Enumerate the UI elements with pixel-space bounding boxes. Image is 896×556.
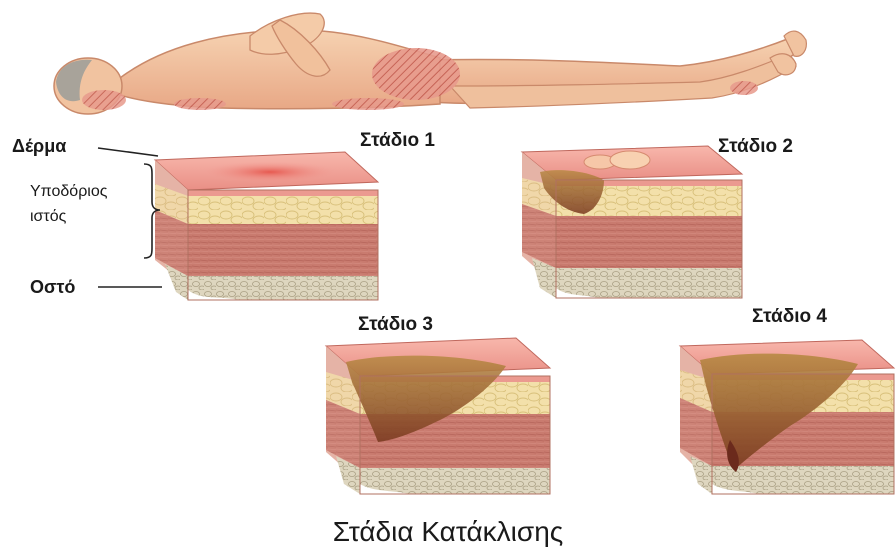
pressure-area-head (82, 90, 126, 110)
stage-2-block (522, 146, 742, 298)
pressure-area-shoulder (174, 98, 226, 110)
skin-leader-line (98, 148, 158, 156)
stage-3-block (326, 338, 550, 494)
stage-1-label: Στάδιο 1 (360, 130, 435, 152)
skin-label: Δέρμα (12, 136, 66, 157)
stage-2-label: Στάδιο 2 (718, 136, 793, 158)
anatomy-leaders (98, 148, 162, 287)
pressure-area-hip (372, 48, 460, 100)
pressure-area-sacrum (332, 98, 404, 110)
pressure-area-heel (730, 81, 758, 95)
stage-4-label: Στάδιο 4 (752, 306, 827, 328)
stage-3-label: Στάδιο 3 (358, 314, 433, 336)
stage-1-block (155, 152, 378, 300)
bone-label: Οστό (30, 277, 75, 298)
diagram-title: Στάδια Κατάκλισης (0, 516, 896, 548)
stage-4-block (680, 340, 894, 494)
subcutaneous-label-line1: Υποδόριος (30, 183, 107, 201)
reclining-body (54, 13, 806, 114)
subcutaneous-label-line2: ιστός (30, 208, 66, 226)
